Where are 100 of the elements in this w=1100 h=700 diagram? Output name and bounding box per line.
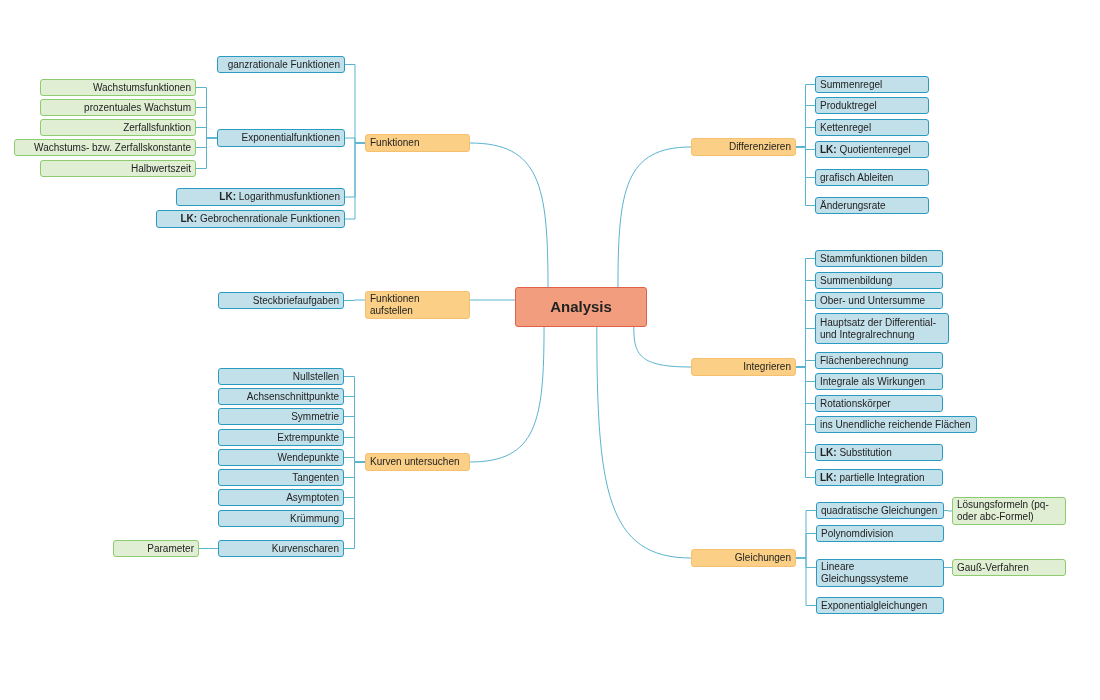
topic-label: Parameter [146,542,194,555]
topic-label: Lineare Gleichungssysteme [821,561,910,585]
topic-label: ins Unendliche reichende Flächen [820,418,972,431]
subtopic-box [218,489,344,506]
branch-line [198,548,219,549]
branch-line [596,326,692,559]
topic-label: Gleichungen [733,552,791,564]
topic-label: Steckbriefaufgaben [251,294,339,307]
topic-label: Symmetrie [290,410,339,423]
subtopic-box [815,469,943,486]
topic-label: grafisch Ableiten [820,171,895,184]
detail-box [952,497,1066,525]
topic-label: Kurvenscharen [270,542,339,555]
detail-box [40,160,196,177]
detail-box [40,99,196,116]
subtopic-box [218,429,344,446]
topic-label: Funktionen [370,137,421,149]
subtopic-box [815,141,929,158]
subtopic-box [218,540,344,557]
title-text: Analysis [549,301,613,313]
branch-line [469,299,516,301]
subtopic-box [217,129,345,147]
topic-label: Kettenregel [820,121,873,134]
subtopic-box [815,250,943,267]
subtopic-box [218,292,344,309]
branch-line [795,366,816,478]
topic-label: Wachstums- bzw. Zerfallskonstante [33,141,191,154]
topic-label: LK: partielle Integration [820,471,926,484]
topic-label: LK: Gebrochenrationale Funktionen [179,213,340,225]
detail-box [40,79,196,96]
topic-label: Flächenberechnung [820,354,910,367]
subtopic-box [815,119,929,136]
topic-label: ganzrationale Funktionen [226,58,340,71]
topic-label: Produktregel [820,99,878,112]
subtopic-box [815,292,943,309]
subtopic-box [218,388,344,405]
detail-box [40,119,196,136]
topic-label: LK: Logarithmusfunktionen [218,191,340,203]
subtopic-box [218,449,344,466]
topic-label: Integrieren [742,361,791,373]
branch-line [633,326,692,368]
central-topic-box [515,287,647,327]
subtopic-box [815,352,943,369]
branch-line [343,461,366,549]
branch-line [943,567,953,568]
topic-label: LK: Substitution [820,446,893,459]
topic-label: Summenbildung [820,274,894,287]
topic-label: Ober- und Untersumme [820,294,927,307]
topic-label: LK: Quotientenregel [820,143,912,156]
topic-label: Wachstumsfunktionen [92,81,191,94]
topic-label: Exponentialgleichungen [821,599,929,612]
topic-label: Asymptoten [285,491,339,504]
topic-label: Integrale als Wirkungen [820,375,927,388]
branch-line [469,326,545,463]
main-topic-box [365,291,470,319]
subtopic-box [218,469,344,486]
topic-label: Gauß-Verfahren [957,561,1030,574]
subtopic-box [815,416,977,433]
detail-box [952,559,1066,576]
branch-line [469,142,549,288]
detail-box [113,540,199,557]
subtopic-box [217,56,345,73]
subtopic-box [218,510,344,527]
topic-label: Differenzieren [727,141,791,153]
main-topic-box [365,134,470,152]
subtopic-box [815,272,943,289]
topic-label: prozentuales Wachstum [83,101,191,114]
main-topic-box [691,549,796,567]
main-topic-box [365,453,470,471]
topic-label: Krümmung [289,512,339,525]
topic-label: Polynomdivision [821,527,895,540]
topic-label: Stammfunktionen bilden [820,252,929,265]
topic-label: Änderungsrate [820,199,887,212]
topic-label: quadratische Gleichungen [821,504,939,517]
subtopic-box [815,197,929,214]
subtopic-box [815,313,949,344]
topic-label: Kurven untersuchen [370,456,461,468]
topic-label: Tangenten [291,471,339,484]
topic-label: Lösungsformeln (pq- oder abc-Formel) [957,499,1050,523]
subtopic-box [156,210,345,228]
topic-label: Halbwertszeit [129,162,191,175]
branch-line [617,146,692,288]
topic-label: Exponentialfunktionen [240,132,340,144]
branch-line [343,299,366,301]
topic-label: Extrempunkte [276,431,339,444]
subtopic-box [815,169,929,186]
branch-line [795,557,817,606]
subtopic-box [815,444,943,461]
topic-label: Wendepunkte [276,451,339,464]
topic-label: Funktionen aufstellen [370,293,421,317]
branch-line [344,142,366,220]
subtopic-box [816,597,944,614]
topic-label: Summenregel [820,78,884,91]
subtopic-box [815,373,943,390]
topic-label: Achsenschnittpunkte [245,390,339,403]
subtopic-box [816,559,944,587]
branch-line [943,510,953,512]
subtopic-box [176,188,345,206]
subtopic-box [816,525,944,542]
main-topic-box [691,358,796,376]
